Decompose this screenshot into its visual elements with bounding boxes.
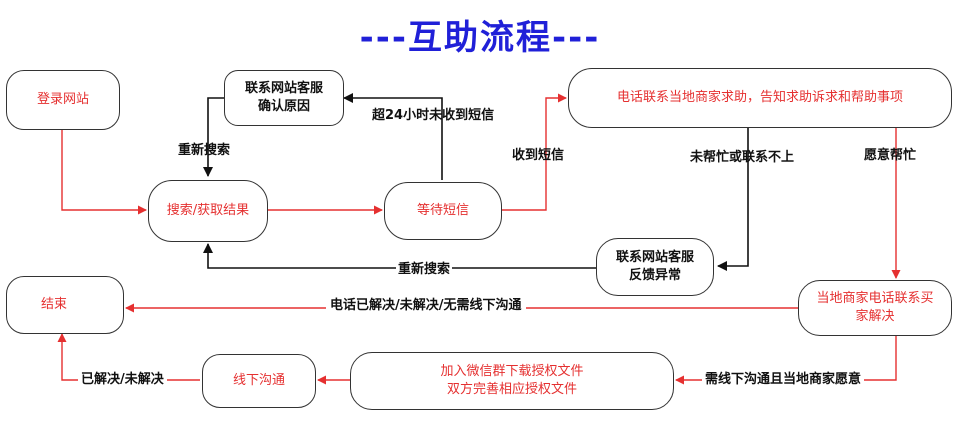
label-re-search-1: 重新搜索 <box>178 143 231 158</box>
edge-wait-to-call <box>502 93 567 211</box>
node-contact-cs-feedback-line2: 反馈异常 <box>628 268 681 283</box>
node-wait-sms: 等待短信 <box>384 182 502 240</box>
label-re-search-2: 重新搜索 <box>396 262 453 278</box>
node-contact-cs-confirm-line1: 联系网站客服 <box>244 81 323 96</box>
edge-login-to-search <box>61 130 147 215</box>
node-merchant-solve-line1: 当地商家电话联系买 <box>816 291 934 306</box>
diagram-title: ---互助流程--- <box>359 18 601 58</box>
node-contact-cs-confirm: 联系网站客服 确认原因 <box>224 70 344 126</box>
node-offline: 线下沟通 <box>202 354 316 408</box>
node-wechat-line2: 双方完善相应授权文件 <box>446 382 577 397</box>
edge-cs-feedback-to-search <box>203 243 596 269</box>
node-contact-cs-feedback: 联系网站客服 反馈异常 <box>596 238 714 296</box>
edge-call-to-cs-feedback <box>717 128 749 271</box>
node-wechat-line1: 加入微信群下载授权文件 <box>440 364 584 379</box>
node-search: 搜索/获取结果 <box>148 180 268 242</box>
label-willing: 愿意帮忙 <box>864 148 917 163</box>
label-phone-result: 电话已解决/未解决/无需线下沟通 <box>326 298 526 314</box>
node-end: 结束 <box>6 276 124 334</box>
node-merchant-solve: 当地商家电话联系买 家解决 <box>798 280 952 336</box>
label-no-sms: 超24小时未收到短信 <box>372 108 495 123</box>
node-wechat: 加入微信群下载授权文件 双方完善相应授权文件 <box>350 352 674 410</box>
node-contact-cs-confirm-line2: 确认原因 <box>257 99 310 114</box>
node-contact-cs-feedback-line1: 联系网站客服 <box>615 250 694 265</box>
edge-wait-to-cs-confirm <box>343 93 443 180</box>
edge-cs-confirm-to-search <box>203 97 224 177</box>
label-not-helped: 未帮忙或联系不上 <box>690 150 795 165</box>
node-login: 登录网站 <box>6 70 120 130</box>
label-offline-result: 已解决/未解决 <box>78 372 167 388</box>
node-call-merchant: 电话联系当地商家求助，告知求助诉求和帮助事项 <box>568 68 952 128</box>
label-got-sms: 收到短信 <box>512 148 565 163</box>
label-need-offline: 需线下沟通且当地商家愿意 <box>702 372 865 388</box>
node-merchant-solve-line2: 家解决 <box>855 309 895 324</box>
